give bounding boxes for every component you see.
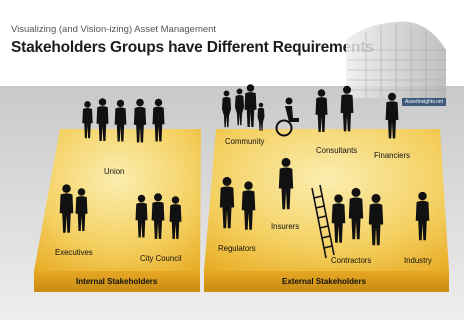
internal-stakeholders-label: Internal Stakeholders (76, 277, 158, 286)
stage-backdrop (0, 86, 464, 320)
label-financiers: Financiers (374, 151, 410, 160)
label-insurers: Insurers (271, 222, 300, 231)
label-contractors: Contractors (331, 256, 372, 265)
label-industry: Industry (404, 256, 432, 265)
label-executives: Executives (55, 248, 93, 257)
slide-title: Stakeholders Groups have Different Requi… (11, 39, 374, 56)
site-badge: AssetInsights.net (402, 98, 446, 106)
external-stakeholders-label: External Stakeholders (282, 277, 367, 286)
label-consultants: Consultants (316, 146, 358, 155)
office-building-image (346, 21, 446, 98)
label-union: Union (104, 167, 125, 176)
label-city-council: City Council (140, 254, 182, 263)
slide-subtitle: Visualizing (and Vision-izing) Asset Man… (11, 24, 217, 35)
label-regulators: Regulators (218, 244, 256, 253)
label-community: Community (225, 137, 265, 146)
